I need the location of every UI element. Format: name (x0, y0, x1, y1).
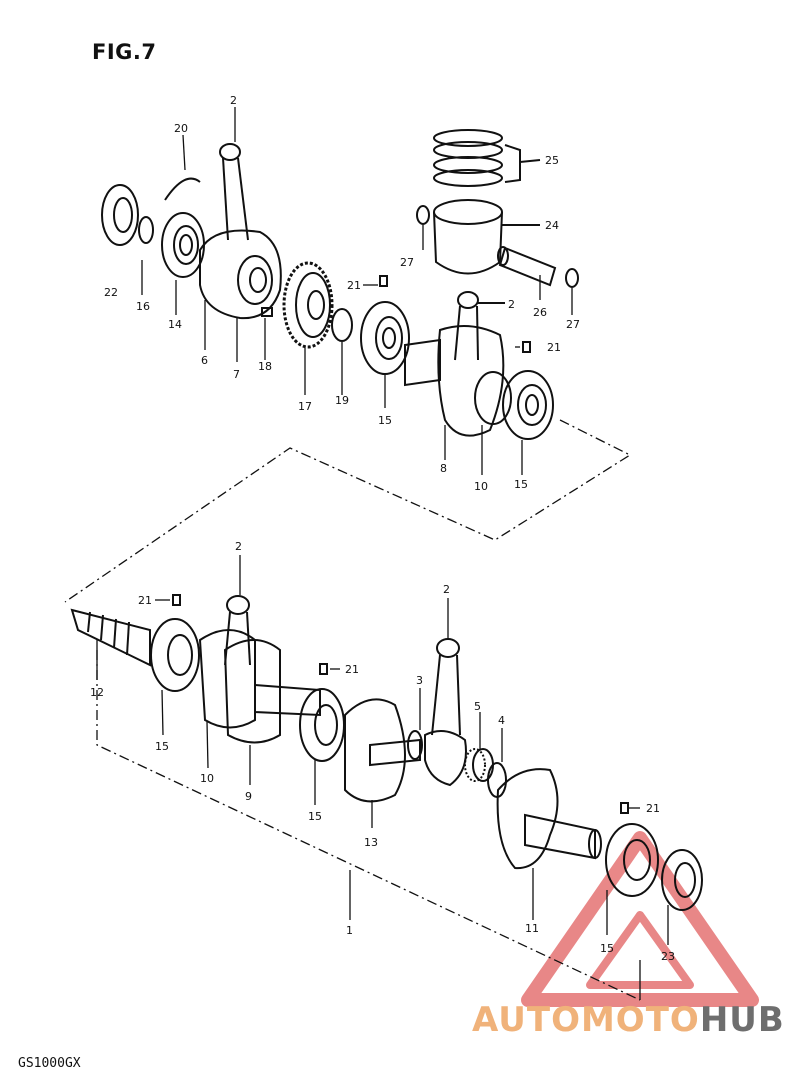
label-10b: 10 (200, 772, 214, 785)
label-18: 18 (258, 360, 272, 373)
label-15c: 15 (155, 740, 169, 753)
label-25: 25 (545, 154, 559, 167)
label-15a: 15 (378, 414, 392, 427)
label-17: 17 (298, 400, 312, 413)
part-23-oil-seal (661, 849, 703, 911)
part-22-oil-seal (101, 184, 139, 246)
part-10-9-crank-webs (198, 629, 321, 744)
part-11-crank-end (496, 768, 602, 870)
part-15-bearing-b (502, 370, 554, 440)
watermark-part1: AUTOMOTO (472, 1000, 700, 1040)
part-15-bearing-e (605, 823, 659, 897)
part-6-7-crank-web (199, 229, 282, 320)
part-2-conrod-b (454, 291, 505, 361)
part-18-pin (261, 307, 273, 317)
part-21-pin-d (319, 663, 328, 675)
label-22: 22 (104, 286, 118, 299)
part-21-pin-b (379, 275, 388, 287)
label-7: 7 (233, 368, 240, 381)
label-26: 26 (533, 306, 547, 319)
label-15e: 15 (600, 942, 614, 955)
model-code: GS1000GX (18, 1056, 81, 1071)
label-9: 9 (245, 790, 252, 803)
label-19: 19 (335, 394, 349, 407)
part-3-ring (407, 730, 423, 760)
label-10a: 10 (474, 480, 488, 493)
part-15-bearing-c (150, 618, 200, 692)
label-2a: 2 (230, 94, 237, 107)
label-20: 20 (174, 122, 188, 135)
part-13-crank-web (344, 698, 421, 803)
label-13: 13 (364, 836, 378, 849)
label-8: 8 (440, 462, 447, 475)
label-21a: 21 (347, 279, 361, 292)
part-15-bearing-d (299, 688, 345, 762)
watermark-text: AUTOMOTOHUB (472, 1000, 785, 1040)
watermark-part2: HUB (699, 1000, 785, 1040)
label-21d: 21 (345, 663, 359, 676)
part-24-piston (433, 199, 540, 275)
part-27-clip-a (416, 205, 430, 225)
part-19-spacer (331, 308, 353, 342)
label-27a: 27 (400, 256, 414, 269)
part-21-pin-a (522, 341, 531, 353)
part-16-circlip (138, 216, 154, 244)
label-5: 5 (474, 700, 481, 713)
label-14: 14 (168, 318, 182, 331)
label-16: 16 (136, 300, 150, 313)
label-21b: 21 (547, 341, 561, 354)
label-23: 23 (661, 950, 675, 963)
label-6: 6 (201, 354, 208, 367)
part-2-conrod-d (424, 638, 467, 787)
label-24: 24 (545, 219, 559, 232)
part-15-bearing-a (360, 301, 410, 375)
label-2d: 2 (443, 583, 450, 596)
label-11: 11 (525, 922, 539, 935)
label-15d: 15 (308, 810, 322, 823)
part-12-splined-shaft (70, 608, 151, 667)
part-26-piston-pin (497, 246, 557, 287)
part-17-gear (282, 261, 334, 349)
leader-lines-bottom (96, 555, 669, 1000)
part-20-ring (164, 177, 201, 201)
part-25-piston-rings (433, 129, 541, 187)
label-3: 3 (416, 674, 423, 687)
label-2c: 2 (235, 540, 242, 553)
callout-labels: 2 20 22 16 14 6 7 18 17 19 15 21 25 24 2… (90, 94, 675, 963)
part-21-pin-e (620, 802, 629, 814)
part-21-pin-c (172, 594, 181, 606)
label-15b: 15 (514, 478, 528, 491)
label-21c: 21 (138, 594, 152, 607)
label-27b: 27 (566, 318, 580, 331)
part-2-conrod-a (219, 143, 249, 241)
label-4: 4 (498, 714, 505, 727)
assembly-boundary (64, 419, 641, 1001)
part-14-bearing (161, 212, 205, 278)
leader-lines-top (141, 107, 573, 475)
label-12: 12 (90, 686, 104, 699)
label-1: 1 (346, 924, 353, 937)
label-21e: 21 (646, 802, 660, 815)
part-27-clip-b (565, 268, 579, 288)
label-2b: 2 (508, 298, 515, 311)
part-8-crank-section (404, 325, 512, 437)
figure-title: FIG.7 (92, 40, 157, 64)
